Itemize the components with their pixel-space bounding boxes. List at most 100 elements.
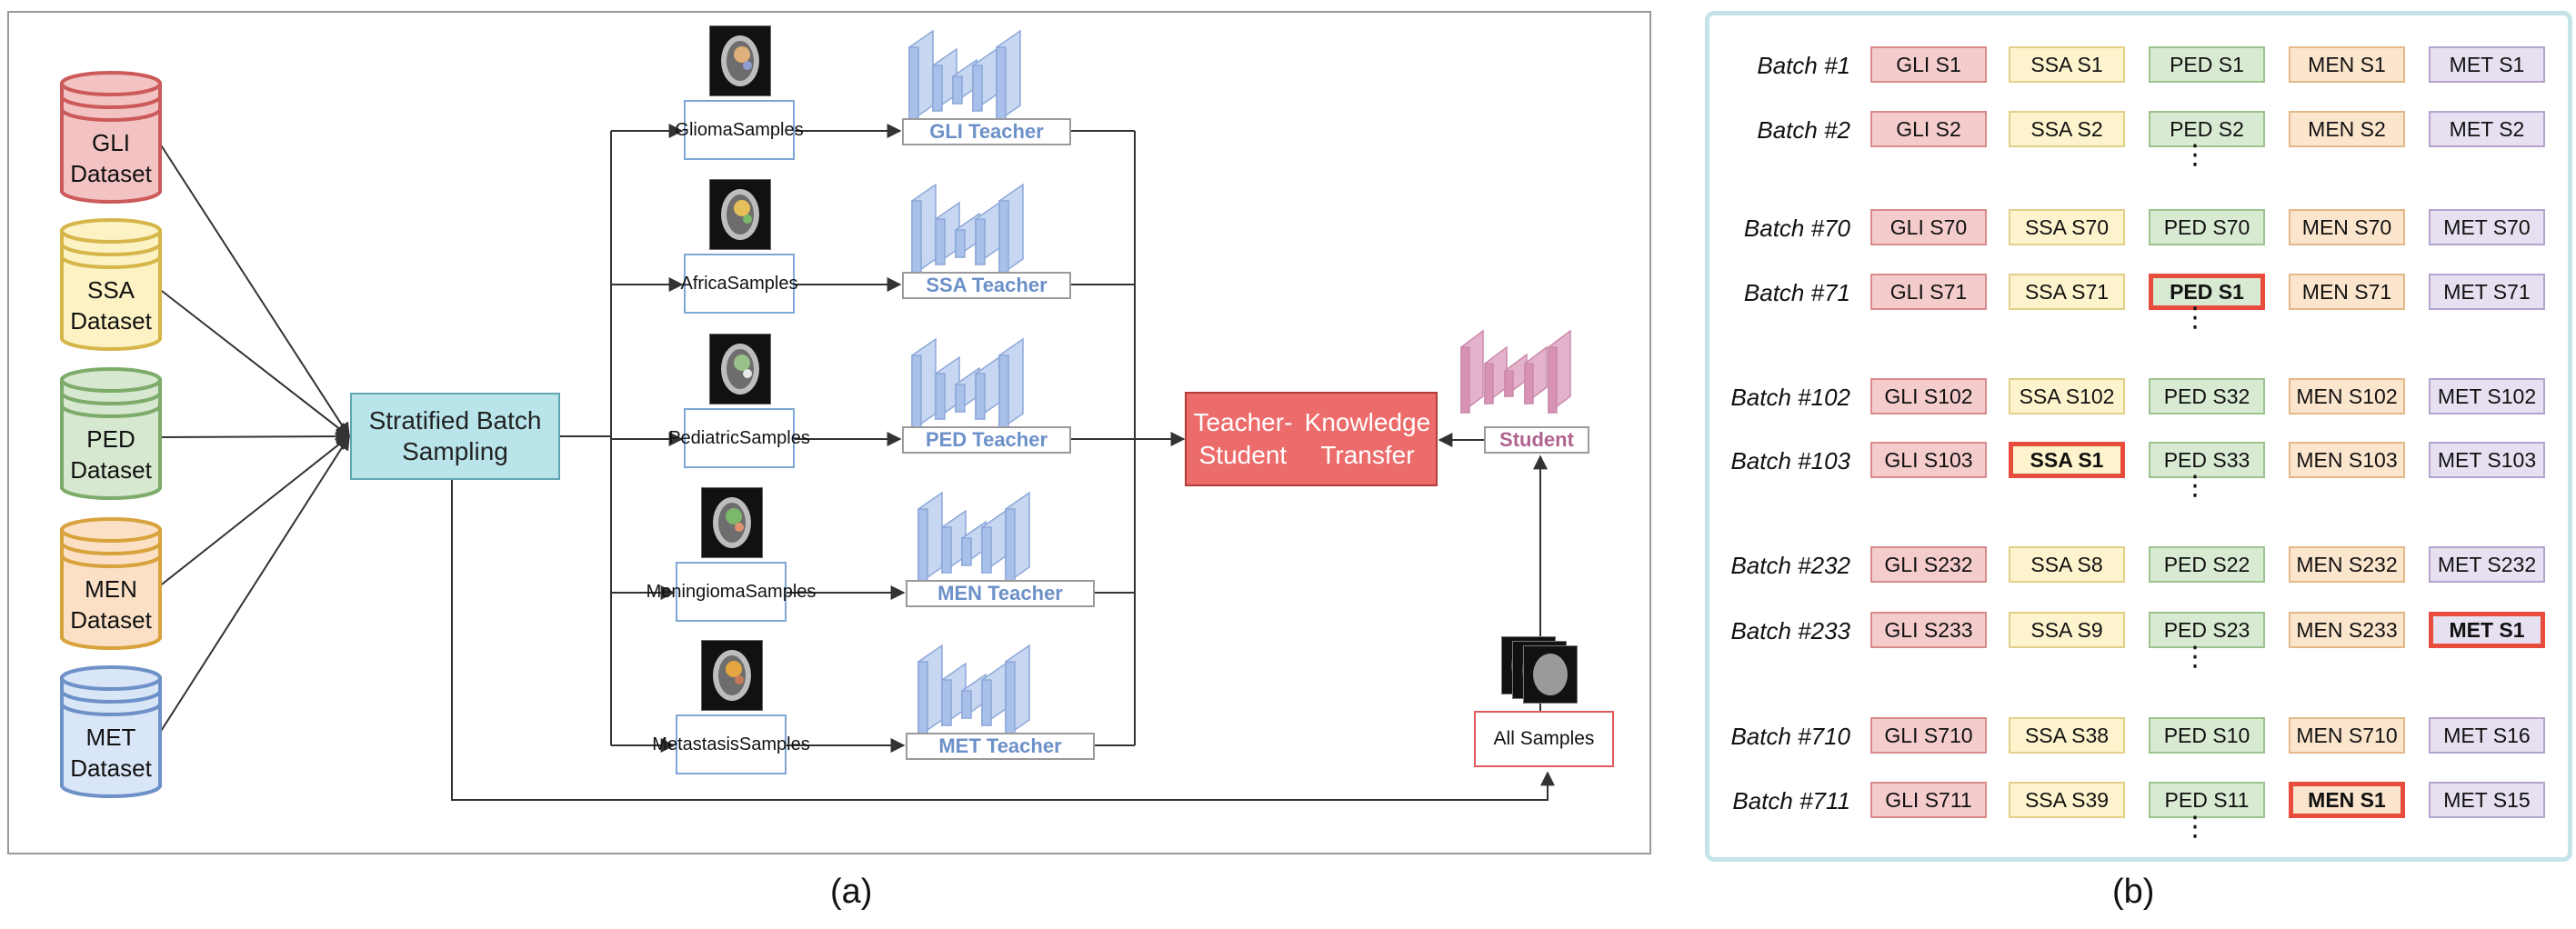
student-label: Student: [1484, 426, 1589, 454]
network-layer-face: [961, 537, 972, 566]
batch-cell: MET S1: [2429, 46, 2545, 83]
cylinder-ring-2: [60, 255, 162, 269]
dataset-arrow-4: [157, 435, 350, 736]
all-samples-box: All Samples: [1474, 711, 1614, 767]
batch-cell: MEN S70: [2289, 209, 2405, 245]
batch-cell-highlighted: MET S1: [2429, 612, 2545, 648]
dataset-word: Dataset: [70, 606, 152, 634]
dataset-label-0: GLI Dataset: [62, 127, 160, 189]
cylinder-ring-2: [60, 554, 162, 568]
dataset-name: MEN: [85, 575, 137, 603]
batch-label: Batch #710: [1730, 723, 1850, 750]
network-layer-face: [917, 661, 928, 737]
panel-b-frame: [1705, 11, 2572, 862]
batch-cell: PED S10: [2149, 717, 2265, 754]
teacher-network-3: [917, 491, 1030, 585]
network-layer-face: [932, 65, 943, 112]
ellipsis-dots: ⋮: [2181, 471, 2209, 501]
dataset-arrow-0: [157, 140, 350, 438]
batch-label: Batch #1: [1757, 52, 1850, 79]
network-layer-face: [941, 679, 952, 726]
batch-cell: SSA S38: [2009, 717, 2125, 754]
batch-cell: MET S2: [2429, 111, 2545, 147]
batch-cell: MEN S2: [2289, 111, 2405, 147]
batch-cell: PED S1: [2149, 46, 2265, 83]
sample-label: Pediatric: [668, 427, 739, 448]
cylinder-top: [60, 517, 162, 543]
ellipsis-dots: ⋮: [2181, 812, 2209, 842]
sample-word: Samples: [739, 427, 810, 448]
student-layer-face: [1548, 346, 1558, 414]
batch-cell: MEN S232: [2289, 546, 2405, 583]
network-layer-face: [935, 218, 946, 265]
batch-cell: MET S15: [2429, 782, 2545, 818]
batch-cell: PED S23: [2149, 612, 2265, 648]
student-layer-face: [1524, 363, 1534, 405]
network-layer-face: [996, 46, 1007, 123]
batch-cell-highlighted: PED S1: [2149, 274, 2265, 310]
network-layer-face: [961, 690, 972, 719]
network-layer-face: [917, 508, 928, 584]
batch-cell: GLI S710: [1870, 717, 1987, 754]
dataset-cylinder-gli: [60, 71, 162, 204]
dataset-arrow-2: [157, 429, 351, 445]
cylinder-body: [60, 528, 162, 639]
network-layer-face: [975, 373, 986, 420]
dataset-word: Dataset: [70, 160, 152, 187]
batch-cell: PED S22: [2149, 546, 2265, 583]
network-layer-face: [1005, 508, 1016, 584]
batch-cell: MET S16: [2429, 717, 2545, 754]
cylinder-ring-1: [60, 95, 162, 109]
teacher-network-1: [911, 183, 1024, 277]
batch-cell: GLI S711: [1870, 782, 1987, 818]
mri-thumbnail: [709, 334, 771, 405]
teacher-network-0: [908, 29, 1021, 124]
sample-word: Samples: [738, 734, 810, 754]
batch-cell: MET S71: [2429, 274, 2545, 310]
cylinder-mask: [64, 771, 158, 785]
batch-cell: MEN S1: [2289, 46, 2405, 83]
batch-cell: PED S2: [2149, 111, 2265, 147]
cylinder-ring-1: [60, 542, 162, 555]
dataset-label-3: MEN Dataset: [62, 574, 160, 635]
dataset-word: Dataset: [70, 754, 152, 782]
sample-word: Samples: [732, 119, 804, 140]
batch-cell: PED S70: [2149, 209, 2265, 245]
batch-cell: SSA S8: [2009, 546, 2125, 583]
cylinder-mask: [64, 623, 158, 637]
sample-word: Samples: [727, 273, 798, 294]
cylinder-body: [60, 229, 162, 340]
network-layer-face: [972, 65, 983, 112]
batch-cell: GLI S71: [1870, 274, 1987, 310]
all-samples-path: [451, 480, 1555, 801]
batch-cell: MET S103: [2429, 442, 2545, 478]
cylinder-ring-2: [60, 108, 162, 122]
dataset-name: GLI: [92, 129, 130, 156]
sample-label: Meningioma: [646, 581, 746, 602]
dataset-cylinder-met: [60, 665, 162, 798]
dataset-word: Dataset: [70, 307, 152, 335]
batch-cell: SSA S102: [2009, 378, 2125, 415]
cylinder-top: [60, 71, 162, 96]
batch-cell-highlighted: SSA S1: [2009, 442, 2125, 478]
batch-cell: GLI S1: [1870, 46, 1987, 83]
student-layer-face: [1484, 363, 1494, 405]
cylinder-body: [60, 378, 162, 489]
batch-cell: SSA S70: [2009, 209, 2125, 245]
batch-cell: PED S11: [2149, 782, 2265, 818]
network-layer-face: [981, 679, 992, 726]
network-layer-face: [975, 218, 986, 265]
network-layer-face: [911, 200, 922, 276]
ellipsis-dots: ⋮: [2181, 140, 2209, 170]
mri-thumbnail: [709, 179, 771, 250]
dataset-arrow-1: [157, 287, 351, 437]
batch-label: Batch #102: [1730, 384, 1850, 411]
student-network: [1460, 329, 1571, 415]
sample-label: Glioma: [675, 119, 733, 140]
teacher-network-4: [917, 644, 1030, 738]
